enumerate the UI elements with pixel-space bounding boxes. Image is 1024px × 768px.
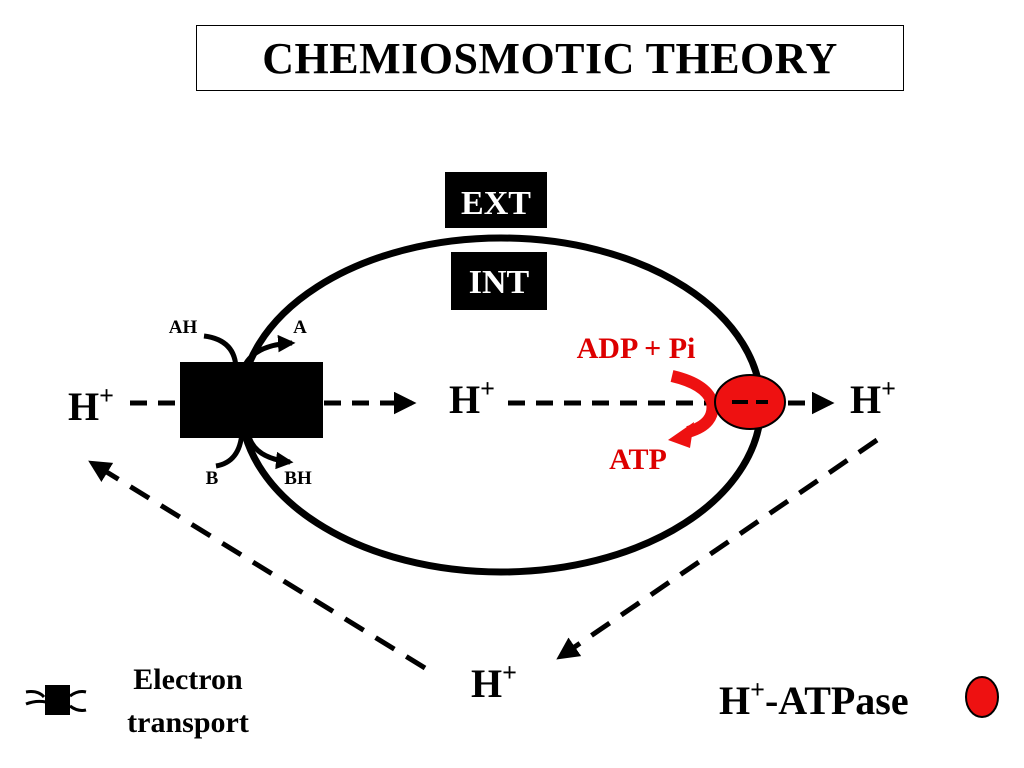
h-atpase xyxy=(714,374,786,430)
a-arrow xyxy=(239,334,296,373)
proton-return-arrow-up xyxy=(88,460,427,671)
proton-label-bottom: H+ xyxy=(471,658,517,706)
legend-et-curve-1 xyxy=(25,690,46,699)
proton-label-left: H+ xyxy=(68,381,114,429)
legend-electron-transport-icon xyxy=(45,685,70,715)
legend-et-curve-2 xyxy=(25,699,47,706)
proton-return-arrow-down xyxy=(556,437,879,660)
proton-label-interior: H+ xyxy=(449,374,495,422)
b-curve xyxy=(215,431,245,469)
electron-transport-complex xyxy=(180,362,323,438)
legend-electron-label-line2: transport xyxy=(127,706,249,739)
legend-electron-label-line1: Electron xyxy=(133,663,243,696)
adp-pi-label: ADP + Pi xyxy=(577,332,696,365)
b-label: B xyxy=(206,468,219,489)
title-box: CHEMIOSMOTIC THEORY xyxy=(196,25,904,91)
ext-label: EXT xyxy=(461,185,531,222)
int-label: INT xyxy=(469,264,530,301)
int-label-box xyxy=(451,252,547,310)
atp-label: ATP xyxy=(609,443,667,476)
bh-arrow xyxy=(245,431,294,470)
bh-label: BH xyxy=(284,468,312,489)
legend-et-curve-4 xyxy=(69,704,87,712)
legend-et-curve-3 xyxy=(69,690,87,698)
atp-synthesis-curve xyxy=(670,370,719,438)
ah-curve xyxy=(203,333,239,371)
legend-atpase-icon xyxy=(965,676,999,718)
atp-arrowhead xyxy=(668,422,694,448)
ext-label-box xyxy=(445,172,547,228)
legend-atpase-label: H+-ATPase xyxy=(719,675,909,723)
page-title: CHEMIOSMOTIC THEORY xyxy=(262,33,838,83)
proton-label-right: H+ xyxy=(850,374,896,422)
ah-label: AH xyxy=(169,317,198,338)
a-label: A xyxy=(293,317,307,338)
